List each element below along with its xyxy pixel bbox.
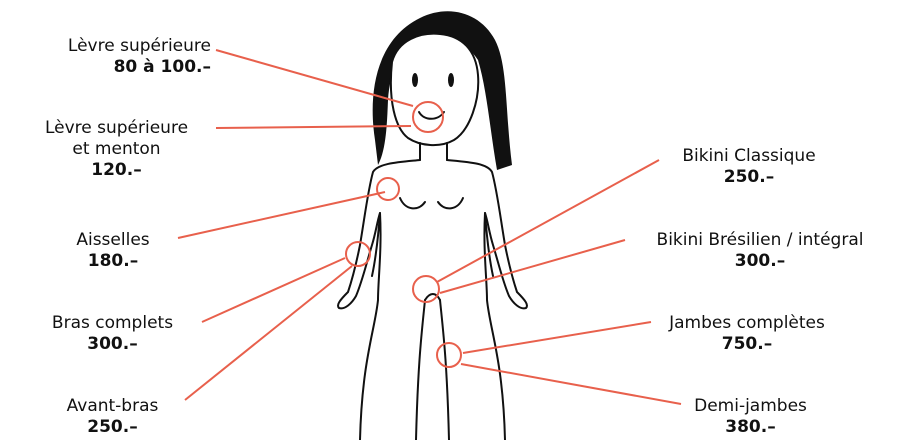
zone-name: Bikini Brésilien / intégral (630, 230, 890, 251)
line-aisselles (178, 192, 385, 238)
zone-price: 120.– (24, 160, 209, 181)
line-avant-bras (185, 266, 352, 400)
leg-inner-left (416, 300, 425, 440)
label-bikini-bresilien: Bikini Brésilien / intégral 300.– (630, 230, 890, 272)
zone-name: Jambes complètes (658, 313, 836, 334)
label-avant-bras: Avant-bras 250.– (50, 396, 175, 438)
label-jambes-completes: Jambes complètes 750.– (658, 313, 836, 355)
zone-price: 180.– (58, 251, 168, 272)
circle-aisselle (377, 178, 399, 200)
zone-price: 250.– (668, 167, 830, 188)
body-right-outline (447, 160, 527, 440)
face (391, 34, 478, 145)
label-levre-menton: Lèvre supérieure et menton 120.– (24, 118, 209, 181)
left-eye (412, 73, 418, 87)
label-demi-jambes: Demi-jambes 380.– (688, 396, 813, 438)
label-bras-complets: Bras complets 300.– (30, 313, 195, 355)
zone-price: 750.– (658, 334, 836, 355)
zone-price: 80 à 100.– (68, 57, 211, 78)
zone-name: Aisselles (58, 230, 168, 251)
zone-price: 250.– (50, 417, 175, 438)
label-levre-superieure: Lèvre supérieure 80 à 100.– (68, 36, 211, 78)
zone-price: 380.– (688, 417, 813, 438)
zone-name-line2: et menton (24, 139, 209, 160)
body-left-outline (338, 160, 420, 440)
woman-figure (338, 11, 527, 440)
label-bikini-classique: Bikini Classique 250.– (668, 146, 830, 188)
zone-price: 300.– (30, 334, 195, 355)
zone-name-line1: Lèvre supérieure (24, 118, 209, 139)
leg-inner-right (440, 300, 449, 440)
line-demi-jambes (461, 364, 681, 404)
circle-jambe (437, 343, 461, 367)
zone-price: 300.– (630, 251, 890, 272)
label-aisselles: Aisselles 180.– (58, 230, 168, 272)
line-bikini-bresilien (440, 240, 625, 293)
zone-name: Bras complets (30, 313, 195, 334)
zone-name: Bikini Classique (668, 146, 830, 167)
chest (400, 198, 463, 208)
zone-name: Avant-bras (50, 396, 175, 417)
line-bikini-classique (437, 160, 659, 282)
zone-name: Demi-jambes (688, 396, 813, 417)
zone-name: Lèvre supérieure (68, 36, 211, 57)
right-eye (448, 73, 454, 87)
